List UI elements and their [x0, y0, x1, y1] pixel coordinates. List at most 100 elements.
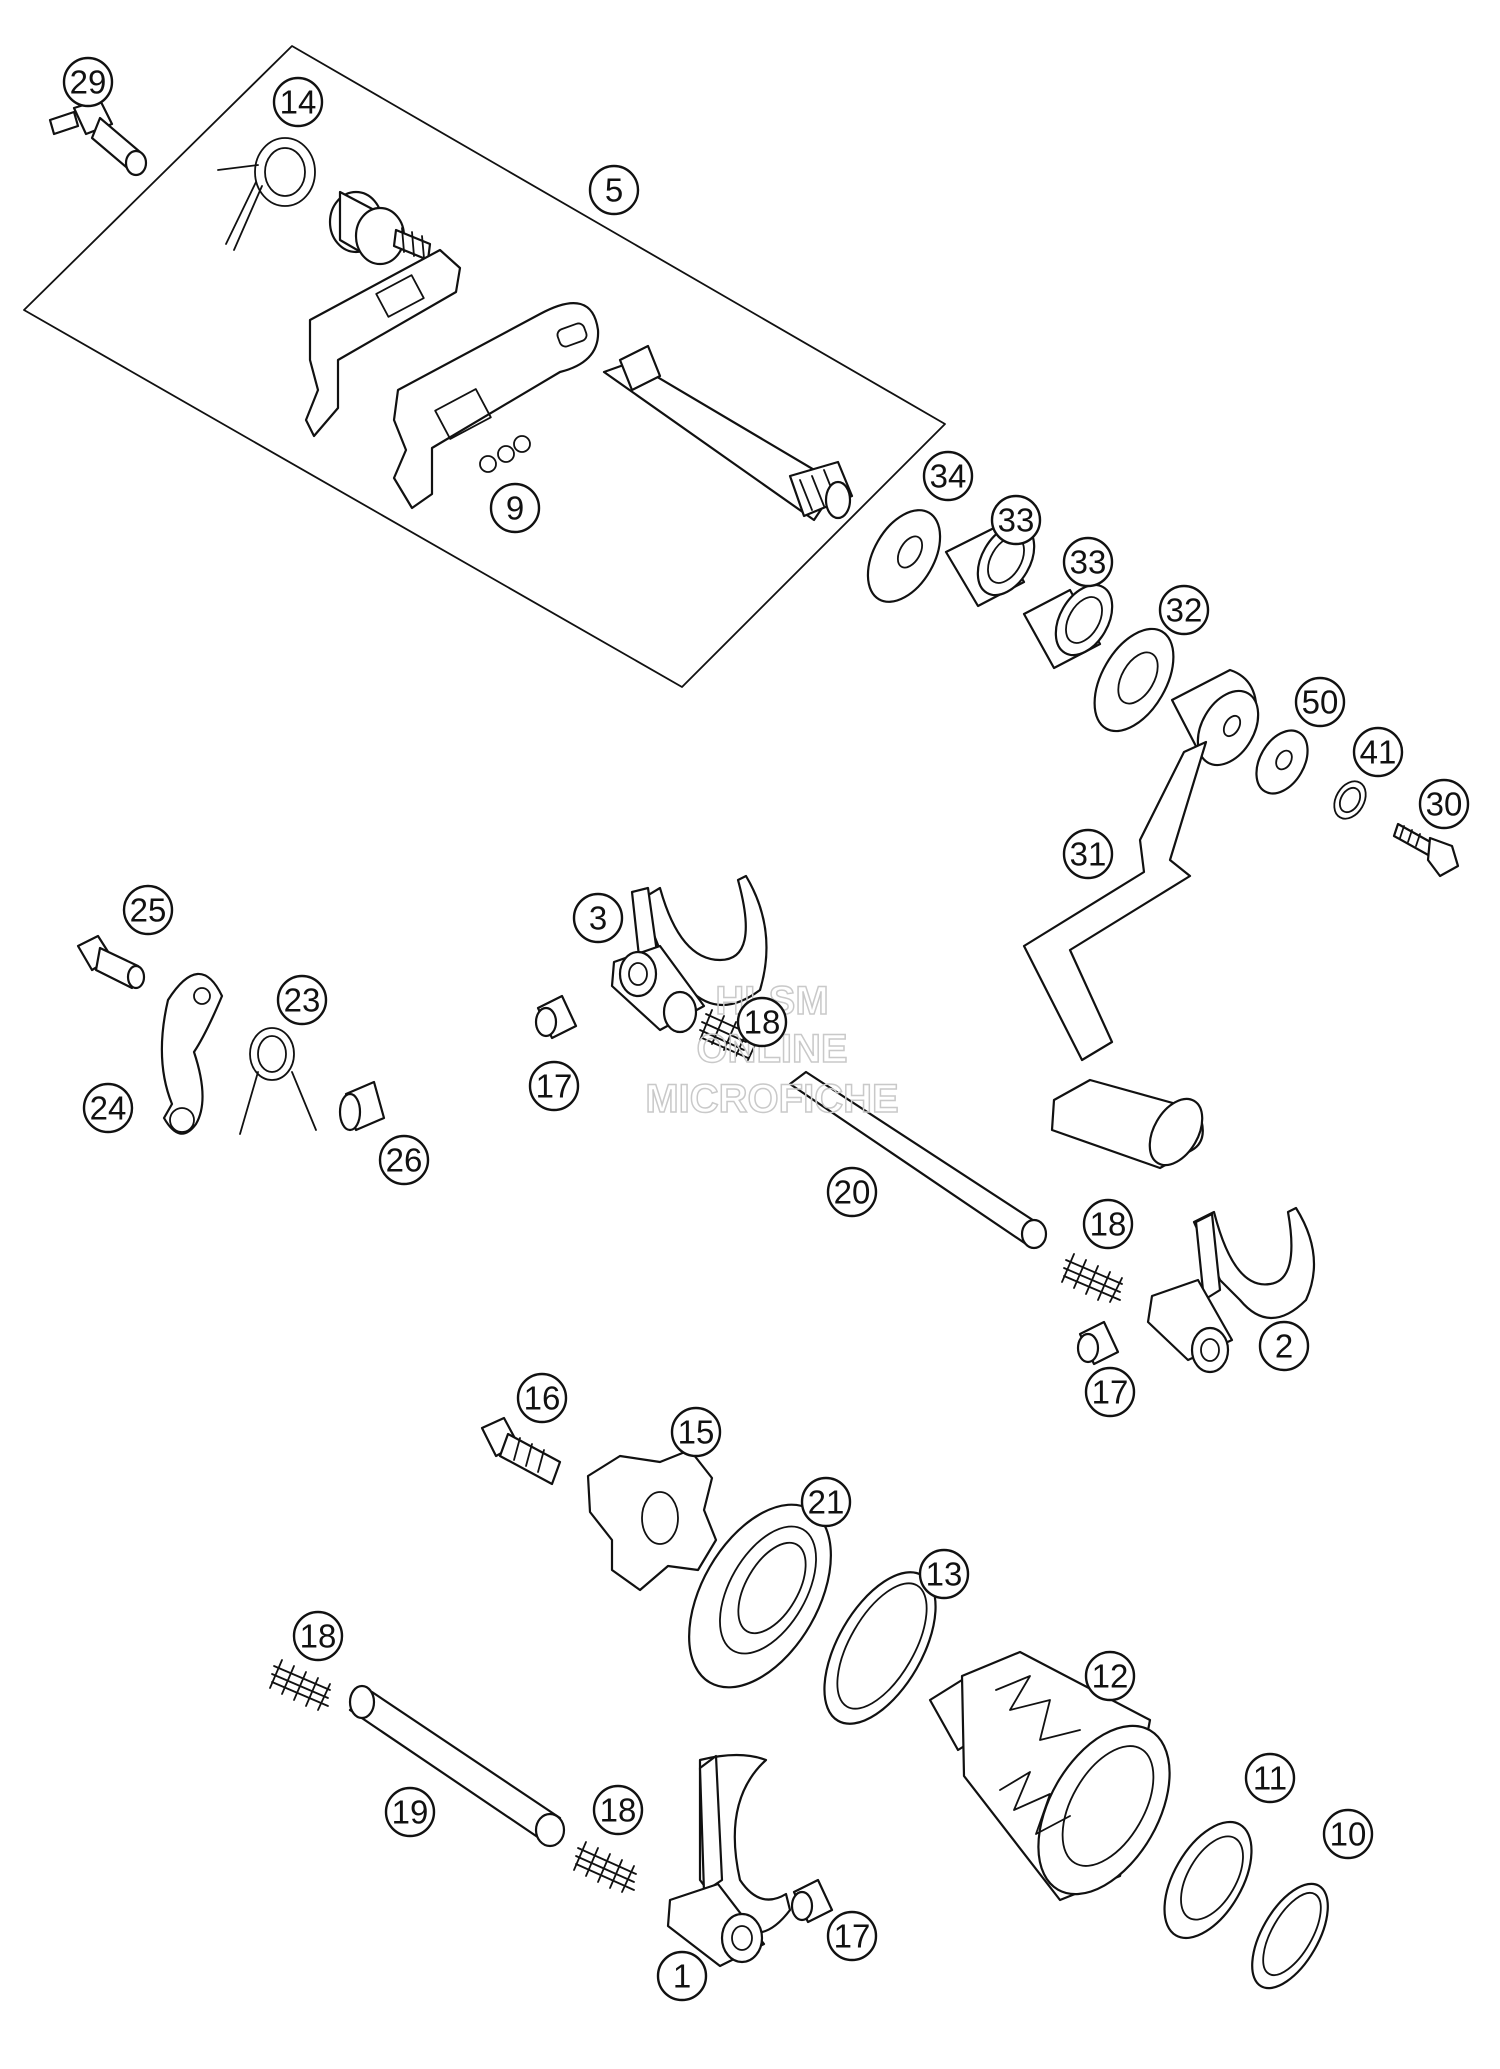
callout-number: 15: [678, 1414, 715, 1451]
callout-12: 12: [1084, 1650, 1136, 1702]
callout-3: 3: [572, 892, 624, 944]
part-10-washer: [1251, 1882, 1329, 1990]
callout-circle: [378, 1134, 430, 1186]
callout-number: 20: [834, 1174, 871, 1211]
callout-5: 5: [588, 164, 640, 216]
part-30-bolt: [1392, 822, 1460, 878]
callout-26: 26: [378, 1134, 430, 1186]
callout-circle: [276, 974, 328, 1026]
callout-17: 17: [826, 1910, 878, 1962]
watermark-line-3: MICROFICHE: [645, 1077, 898, 1121]
callout-circle: [588, 164, 640, 216]
part-12-shift-drum: [928, 1650, 1171, 1902]
callout-30: 30: [1418, 778, 1470, 830]
part-9-balls: [479, 435, 531, 473]
callout-circle: [1158, 584, 1210, 636]
part-16-bolt: [480, 1416, 562, 1486]
callout-circle: [528, 1060, 580, 1112]
callout-circle: [922, 450, 974, 502]
part-3-shift-fork: [610, 874, 768, 1034]
callout-9: 9: [489, 482, 541, 534]
callout-1: 1: [656, 1950, 708, 2002]
part-41-lock-washer: [1333, 780, 1367, 820]
callout-50: 50: [1294, 676, 1346, 728]
part-18-spring-upper: [699, 1009, 761, 1061]
callout-circle: [1352, 726, 1404, 778]
callout-circle: [670, 1406, 722, 1458]
callout-number: 41: [1360, 734, 1397, 771]
part-11-bearing: [1163, 1820, 1253, 1940]
part-kit-lever: [392, 302, 854, 522]
part-25-bolt: [76, 934, 146, 990]
callout-number: 16: [524, 1380, 561, 1417]
callout-number: 18: [300, 1618, 337, 1655]
callout-circle: [592, 1784, 644, 1836]
part-17-pin-upper: [534, 994, 578, 1040]
callout-circle: [1418, 778, 1470, 830]
callout-number: 17: [834, 1918, 871, 1955]
callout-34: 34: [922, 450, 974, 502]
callout-number: 32: [1166, 592, 1203, 629]
callout-circle: [1084, 1366, 1136, 1418]
part-24-lever: [160, 972, 224, 1135]
callout-circle: [82, 1082, 134, 1134]
callout-number: 1: [673, 1958, 691, 1995]
callout-number: 23: [284, 982, 321, 1019]
part-17-pin-right: [1076, 1320, 1120, 1366]
callout-15: 15: [670, 1406, 722, 1458]
callout-circle: [292, 1610, 344, 1662]
callout-number: 24: [90, 1090, 127, 1127]
part-26-bushing: [338, 1080, 386, 1132]
callout-18: 18: [292, 1610, 344, 1662]
callout-number: 30: [1426, 786, 1463, 823]
callout-circle: [800, 1476, 852, 1528]
part-21-bearing: [688, 1503, 832, 1689]
callout-number: 29: [70, 64, 107, 101]
callout-number: 10: [1330, 1816, 1367, 1853]
callout-circle: [736, 996, 788, 1048]
callout-circle: [516, 1372, 568, 1424]
part-1-shift-fork: [666, 1753, 792, 1968]
callout-number: 9: [506, 490, 524, 527]
callout-circle: [1062, 536, 1114, 588]
callout-18: 18: [1082, 1198, 1134, 1250]
callout-18: 18: [736, 996, 788, 1048]
callout-number: 33: [1070, 544, 1107, 581]
callout-circle: [656, 1950, 708, 2002]
callout-circle: [1084, 1650, 1136, 1702]
callout-circle: [272, 76, 324, 128]
part-17-pin-lower: [790, 1878, 834, 1924]
part-kit-roller: [328, 190, 432, 266]
callout-circle: [1322, 1808, 1374, 1860]
callout-41: 41: [1352, 726, 1404, 778]
callout-number: 25: [130, 892, 167, 929]
part-18-spring-lower-middle: [573, 1841, 637, 1893]
callout-number: 14: [280, 84, 317, 121]
callout-number: 12: [1092, 1658, 1129, 1695]
callout-24: 24: [82, 1082, 134, 1134]
callout-10: 10: [1322, 1808, 1374, 1860]
callout-18: 18: [592, 1784, 644, 1836]
callout-tags: 2914593433333250413031252324263181720182…: [62, 56, 1470, 2002]
callout-circle: [572, 892, 624, 944]
callout-circle: [990, 494, 1042, 546]
part-18-spring-right: [1061, 1253, 1123, 1303]
part-18-spring-lower-left: [269, 1659, 331, 1711]
callout-circle: [384, 1786, 436, 1838]
part-19-fork-shaft: [348, 1684, 566, 1848]
kit-outline: [23, 45, 946, 688]
part-34-washer: [866, 509, 942, 603]
part-31-kick-lever: [1022, 668, 1260, 1170]
callout-number: 18: [600, 1792, 637, 1829]
callout-19: 19: [384, 1786, 436, 1838]
callout-31: 31: [1062, 828, 1114, 880]
part-14-spring: [217, 137, 316, 251]
callout-20: 20: [826, 1166, 878, 1218]
callout-number: 19: [392, 1794, 429, 1831]
callout-circle: [1258, 1320, 1310, 1372]
callout-number: 31: [1070, 836, 1107, 873]
callout-number: 18: [744, 1004, 781, 1041]
callout-number: 11: [1253, 1760, 1287, 1797]
callout-circle: [1294, 676, 1346, 728]
